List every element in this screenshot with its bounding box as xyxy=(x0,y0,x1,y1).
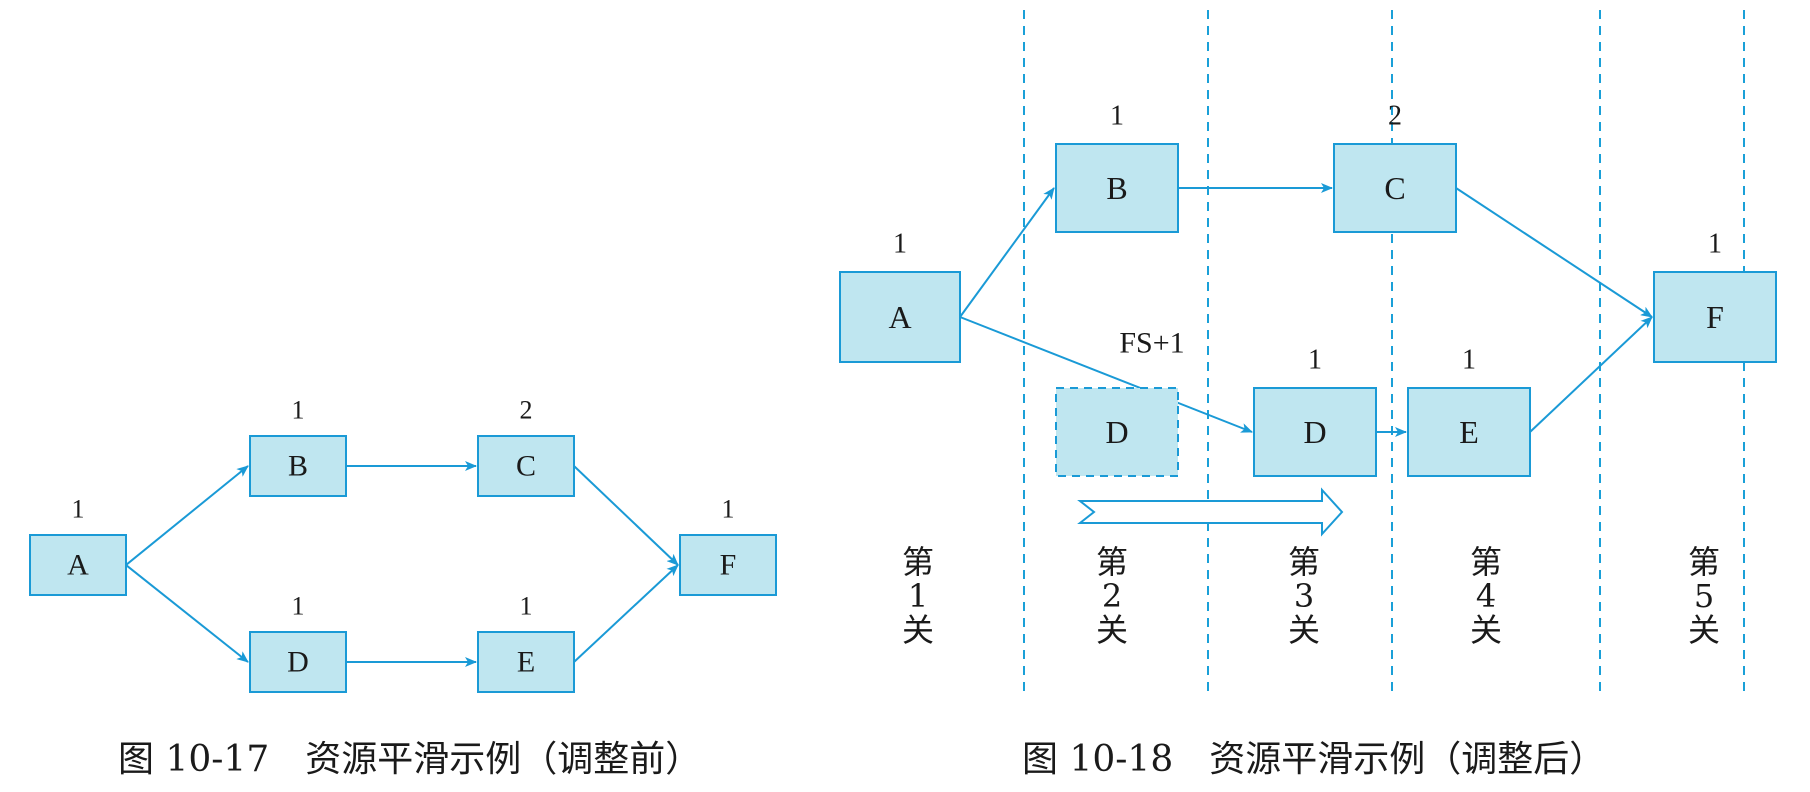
right-node-label-c: C xyxy=(1384,170,1405,206)
stage-label-3-2: 3 xyxy=(1294,577,1314,615)
right-resource-d: 1 xyxy=(1308,345,1322,376)
left-resource-b: 1 xyxy=(292,396,305,425)
stage-label-5-2: 5 xyxy=(1694,577,1714,615)
left-node-f xyxy=(679,534,777,596)
left-node-label-e: E xyxy=(517,646,535,679)
right-node-label-d: D xyxy=(1303,414,1326,450)
left-node-b xyxy=(249,435,347,497)
right-resource-e: 1 xyxy=(1462,345,1476,376)
left-resource-d: 1 xyxy=(292,592,305,621)
stage-label-5-3: 关 xyxy=(1688,611,1720,649)
left-node-a xyxy=(29,534,127,596)
stage-label-4-3: 关 xyxy=(1470,611,1502,649)
right-node-e xyxy=(1407,387,1531,477)
left-node-label-f: F xyxy=(720,549,737,582)
left-resource-c: 2 xyxy=(520,396,533,425)
right-node-label-f: F xyxy=(1706,299,1724,335)
stage-label-1-3: 关 xyxy=(902,611,934,649)
right-node-f xyxy=(1653,271,1777,363)
right-edge-a-b xyxy=(959,187,1055,318)
right-node-label-b: B xyxy=(1106,170,1127,206)
stage-label-5-1: 第 xyxy=(1688,543,1720,581)
right-node-b xyxy=(1055,143,1179,233)
right-node-d-old xyxy=(1055,387,1179,477)
right-resource-c: 2 xyxy=(1388,101,1402,132)
left-node-c xyxy=(477,435,575,497)
caption-left: 图 10-17 资源平滑示例（调整前） xyxy=(118,739,702,780)
caption-right: 图 10-18 资源平滑示例（调整后） xyxy=(1022,739,1606,780)
right-edge-a-d xyxy=(959,316,1253,433)
left-edge-a-d xyxy=(125,564,249,663)
left-resource-e: 1 xyxy=(520,592,533,621)
right-node-c xyxy=(1333,143,1457,233)
left-node-label-d: D xyxy=(287,646,309,679)
right-node-a xyxy=(839,271,961,363)
left-node-label-b: B xyxy=(288,450,308,483)
left-node-label-c: C xyxy=(516,450,536,483)
stage-label-1-1: 第 xyxy=(902,543,934,581)
right-node-label-e: E xyxy=(1459,414,1479,450)
right-node-label-d-old: D xyxy=(1105,414,1128,450)
right-resource-b: 1 xyxy=(1110,101,1124,132)
right-resource-f: 1 xyxy=(1708,229,1722,260)
left-edge-c-f xyxy=(573,465,679,566)
right-node-d xyxy=(1253,387,1377,477)
left-resource-a: 1 xyxy=(72,495,85,524)
stage-label-3-1: 第 xyxy=(1288,543,1320,581)
left-resource-f: 1 xyxy=(722,495,735,524)
stage-label-4-2: 4 xyxy=(1476,577,1496,615)
right-edge-e-f xyxy=(1529,316,1653,433)
stage-label-2-1: 第 xyxy=(1096,543,1128,581)
right-node-label-a: A xyxy=(888,299,911,335)
right-resource-a: 1 xyxy=(893,229,907,260)
stage-label-4-1: 第 xyxy=(1470,543,1502,581)
left-node-e xyxy=(477,631,575,693)
left-node-d xyxy=(249,631,347,693)
left-edge-e-f xyxy=(573,564,679,663)
stage-label-2-3: 关 xyxy=(1096,611,1128,649)
lag-label: FS+1 xyxy=(1119,327,1184,360)
left-node-label-a: A xyxy=(67,549,89,582)
left-edge-a-b xyxy=(125,465,249,566)
stage-label-3-3: 关 xyxy=(1288,611,1320,649)
right-edge-c-f xyxy=(1455,187,1653,318)
shift-arrow-icon xyxy=(1077,487,1344,537)
stage-label-1-2: 1 xyxy=(908,577,928,615)
stage-label-2-2: 2 xyxy=(1102,577,1122,615)
